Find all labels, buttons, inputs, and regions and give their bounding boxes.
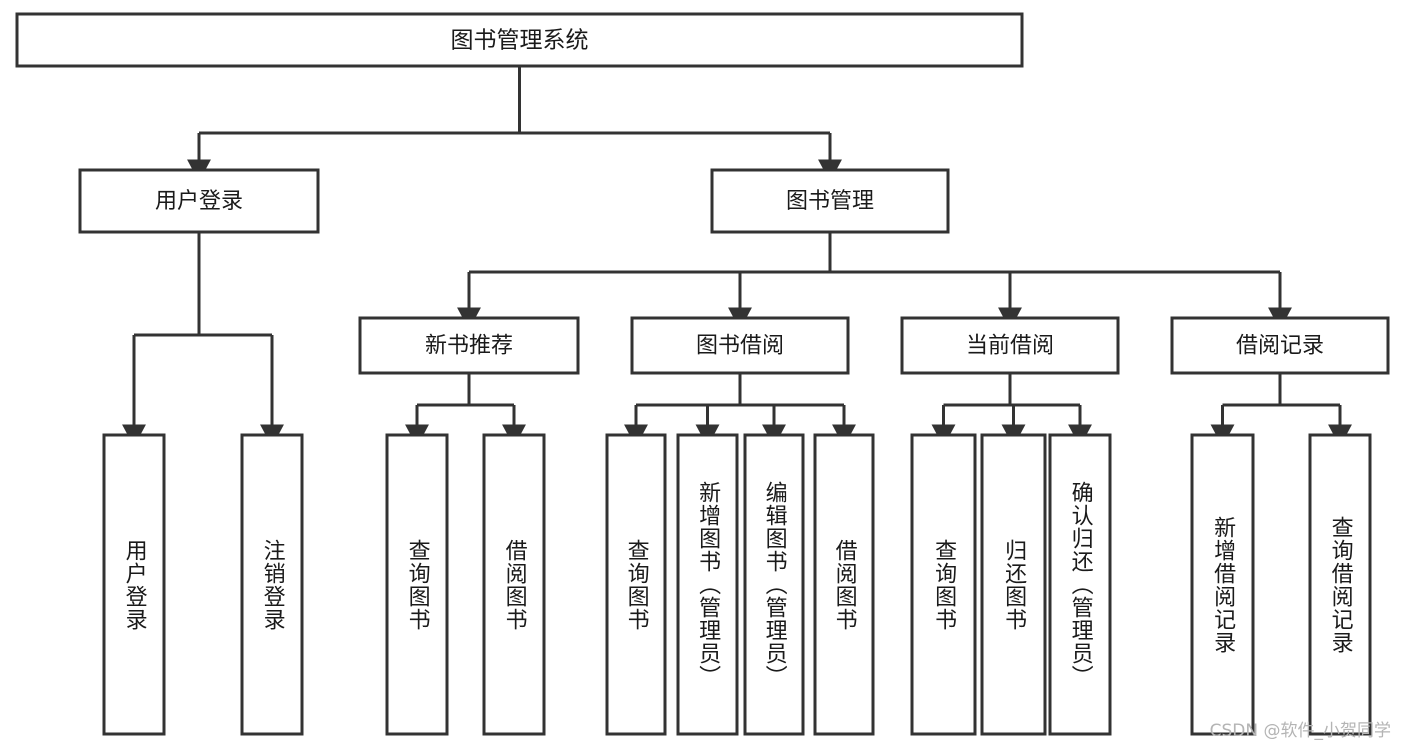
node-book-manage[interactable] xyxy=(710,168,950,234)
node-label-book-borrow: 图书借阅 xyxy=(696,334,784,359)
leaf-leaf-query-book-1[interactable] xyxy=(385,433,449,736)
leaf-leaf-add-record[interactable] xyxy=(1190,433,1255,736)
leaf-leaf-query-book-3[interactable] xyxy=(910,433,977,736)
leaf-leaf-user-login[interactable] xyxy=(102,433,166,736)
node-book-borrow[interactable] xyxy=(630,316,850,375)
node-layer xyxy=(15,12,1390,736)
node-label-borrow-record: 借阅记录 xyxy=(1236,334,1324,359)
node-borrow-record[interactable] xyxy=(1170,316,1390,375)
connector-layer xyxy=(122,66,1352,447)
leaf-leaf-borrow-book-2[interactable] xyxy=(813,433,875,736)
node-new-book-rec[interactable] xyxy=(358,316,580,375)
node-user-login[interactable] xyxy=(78,168,320,234)
node-current-borrow[interactable] xyxy=(900,316,1120,375)
node-label-new-book-rec: 新书推荐 xyxy=(425,334,513,359)
node-label-user-login: 用户登录 xyxy=(155,189,243,214)
leaf-leaf-logout[interactable] xyxy=(240,433,304,736)
leaf-leaf-query-book-2[interactable] xyxy=(605,433,667,736)
leaf-leaf-borrow-book-1[interactable] xyxy=(482,433,546,736)
leaf-leaf-query-record[interactable] xyxy=(1308,433,1372,736)
leaf-leaf-return-book[interactable] xyxy=(980,433,1047,736)
node-label-current-borrow: 当前借阅 xyxy=(966,334,1054,359)
leaf-leaf-add-book[interactable] xyxy=(676,433,739,736)
node-label-book-manage: 图书管理 xyxy=(786,189,874,214)
watermark: CSDN @软件_小贺同学 xyxy=(1209,721,1391,741)
node-undefined[interactable] xyxy=(15,12,1024,68)
node-label-undefined: 图书管理系统 xyxy=(451,28,589,54)
leaf-leaf-confirm-return[interactable] xyxy=(1048,433,1112,736)
leaf-leaf-edit-book[interactable] xyxy=(743,433,805,736)
